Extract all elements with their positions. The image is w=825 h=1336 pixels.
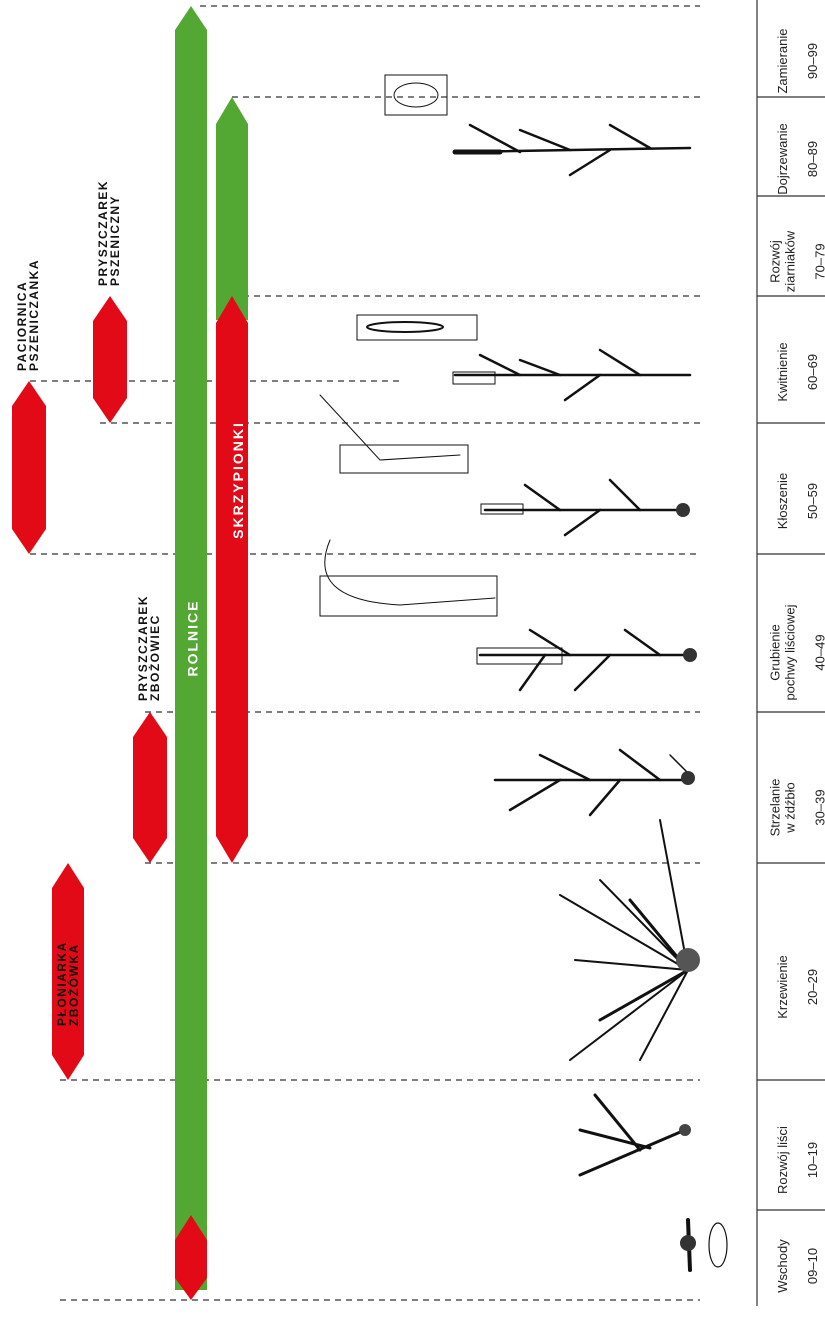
stage-code: 40–49 — [813, 634, 825, 670]
stage-code: 90–99 — [805, 43, 820, 79]
stage-name: Dojrzewanie — [775, 123, 790, 195]
tillering-plant — [560, 820, 700, 1060]
booting-plant — [477, 630, 697, 690]
stage-label: Grubienie pochwy liściowej 40–49 — [753, 583, 825, 723]
pest-label-ploniarka: PŁONIARKA ZBOŻÓWKA — [56, 941, 80, 1026]
stage-label: Kłoszenie 50–59 — [760, 431, 820, 571]
leaf-stage-plant — [580, 1095, 691, 1175]
stage-code: 10–19 — [805, 1142, 820, 1178]
pest-label-pryszczarek-zbozowiec: PRYSZCZAREK ZBOŻOWIEC — [137, 595, 161, 701]
stage-code: 70–79 — [813, 243, 825, 279]
stage-name: Kwitnienie — [775, 342, 790, 401]
seedling-roots — [680, 1235, 696, 1251]
stage-name: Krzewienie — [775, 955, 790, 1019]
pest-label-pryszczarek-pszeniczny: PRYSZCZAREK PSZENICZNY — [97, 180, 121, 286]
seedling-illustration — [680, 1220, 727, 1270]
stage-label: Zamieranie 90–99 — [760, 0, 820, 131]
skrzypionki-band — [216, 296, 248, 863]
skrzypionki-label: SKRZYPIONKI — [230, 421, 246, 539]
stage-code: 80–89 — [805, 141, 820, 177]
seed-shape — [709, 1223, 727, 1267]
pest-range-pryszczarek-zbozowiec — [133, 712, 167, 863]
ripening-plant — [455, 125, 690, 175]
plant-illustrations — [320, 75, 727, 1270]
stage-name: Rozwój liści — [775, 1126, 790, 1194]
stage-name: Grubienie pochwy liściowej — [768, 604, 798, 700]
booting-detail-leaf — [325, 540, 495, 605]
grain-detail — [394, 83, 438, 107]
pest-range-paciornica — [12, 381, 46, 554]
diagram-canvas — [0, 0, 825, 1306]
flowering-detail-box — [357, 315, 477, 340]
stage-name: Wschody — [775, 1239, 790, 1292]
stage-boundaries — [30, 6, 700, 1300]
stem-elongation-plant — [495, 750, 695, 815]
flowering-plant — [453, 350, 690, 400]
stage-code: 20–29 — [805, 969, 820, 1005]
stage-code: 30–39 — [813, 789, 825, 825]
rolnice-label: ROLNICE — [185, 600, 201, 677]
stage-name: Rozwój ziarniaków — [768, 231, 798, 292]
booting-detail-box — [320, 576, 497, 616]
stage-name: Zamieranie — [775, 28, 790, 93]
heading-detail-leaf — [320, 395, 460, 460]
stage-name: Strzelanie w źdźbło — [768, 779, 798, 837]
stage-code: 09–10 — [805, 1248, 820, 1284]
stage-name: Kłoszenie — [775, 473, 790, 529]
stage-label: Krzewienie 20–29 — [760, 917, 820, 1057]
growth-stage-diagram: Wschody 09–10 Rozwój liści 10–19 Krzewie… — [0, 0, 825, 1306]
flowering-ear-detail — [367, 322, 443, 332]
stage-label: Strzelanie w źdźbło 30–39 — [753, 738, 825, 878]
pest-label-paciornica: PACIORNICA PSZENICZANKA — [16, 259, 40, 371]
skrzypionki-green-band — [216, 97, 248, 320]
pest-range-pryszczarek-pszeniczny — [93, 296, 127, 423]
stage-label: Rozwój liści 10–19 — [760, 1090, 820, 1230]
stage-code: 60–69 — [805, 354, 820, 390]
heading-plant — [481, 480, 690, 535]
stage-code: 50–59 — [805, 483, 820, 519]
